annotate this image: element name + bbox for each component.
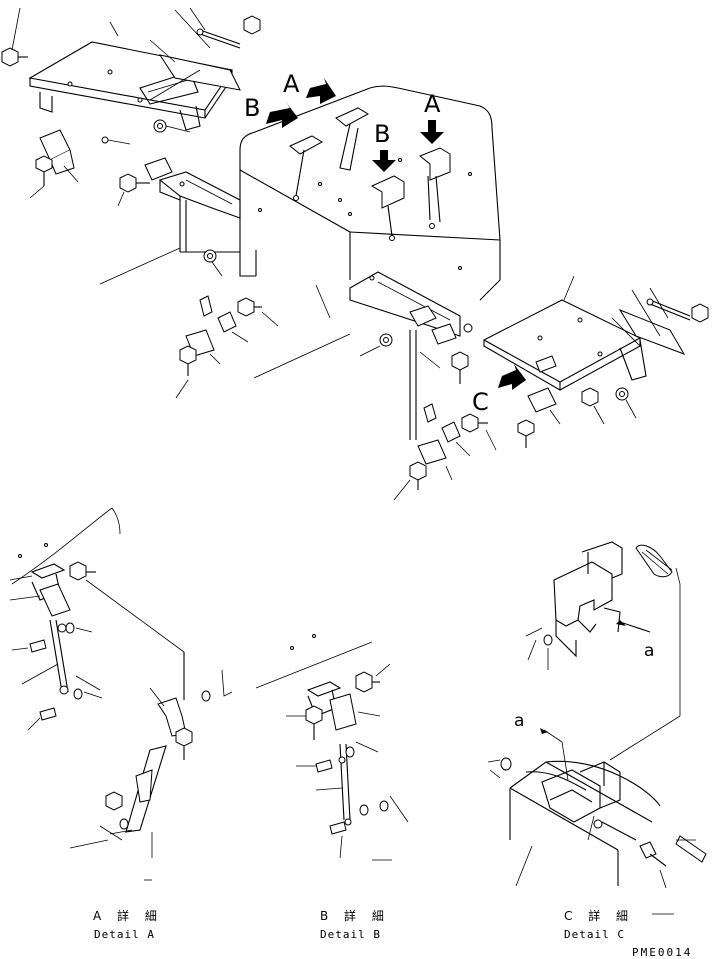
detail-b-caption-en: Detail B bbox=[320, 928, 381, 941]
detail-a: A 詳 細 Detail A bbox=[9, 507, 233, 941]
detail-c-label-a-upper: a bbox=[644, 641, 654, 661]
console-levers bbox=[289, 107, 451, 241]
view-label-c: C bbox=[472, 388, 489, 416]
view-label-a-upper: A bbox=[283, 70, 300, 98]
right-mounting-hardware bbox=[517, 287, 709, 448]
detail-b: B 詳 細 Detail B bbox=[255, 634, 409, 941]
detail-c: a a C 詳 細 Detail C bbox=[487, 541, 707, 941]
lower-right-link-parts bbox=[393, 403, 497, 501]
main-assembly: A B B A C bbox=[1, 7, 709, 501]
view-letters: A B B A C bbox=[244, 70, 489, 416]
right-step-plate bbox=[482, 275, 647, 391]
lower-link-parts bbox=[175, 295, 279, 399]
view-arrows bbox=[266, 78, 526, 390]
view-label-a-right: A bbox=[424, 90, 441, 118]
left-mounting-hardware bbox=[1, 7, 261, 133]
detail-b-caption-jp: B 詳 細 bbox=[320, 908, 390, 923]
right-rail-bracket bbox=[253, 271, 473, 440]
detail-a-caption-en: Detail A bbox=[94, 928, 155, 941]
left-step-plate bbox=[28, 41, 233, 131]
left-rail-bracket bbox=[99, 171, 241, 285]
detail-c-label-a-lower: a bbox=[514, 711, 524, 731]
detail-a-caption-jp: A 詳 細 bbox=[93, 908, 163, 923]
drawing-code: PME0014 bbox=[632, 946, 692, 959]
view-label-b-right: B bbox=[374, 120, 390, 148]
detail-c-caption-jp: C 詳 細 bbox=[564, 908, 634, 923]
detail-c-caption-en: Detail C bbox=[564, 928, 625, 941]
view-label-b-upper: B bbox=[244, 94, 260, 122]
left-bracket-parts bbox=[29, 129, 173, 207]
control-console bbox=[239, 85, 501, 319]
